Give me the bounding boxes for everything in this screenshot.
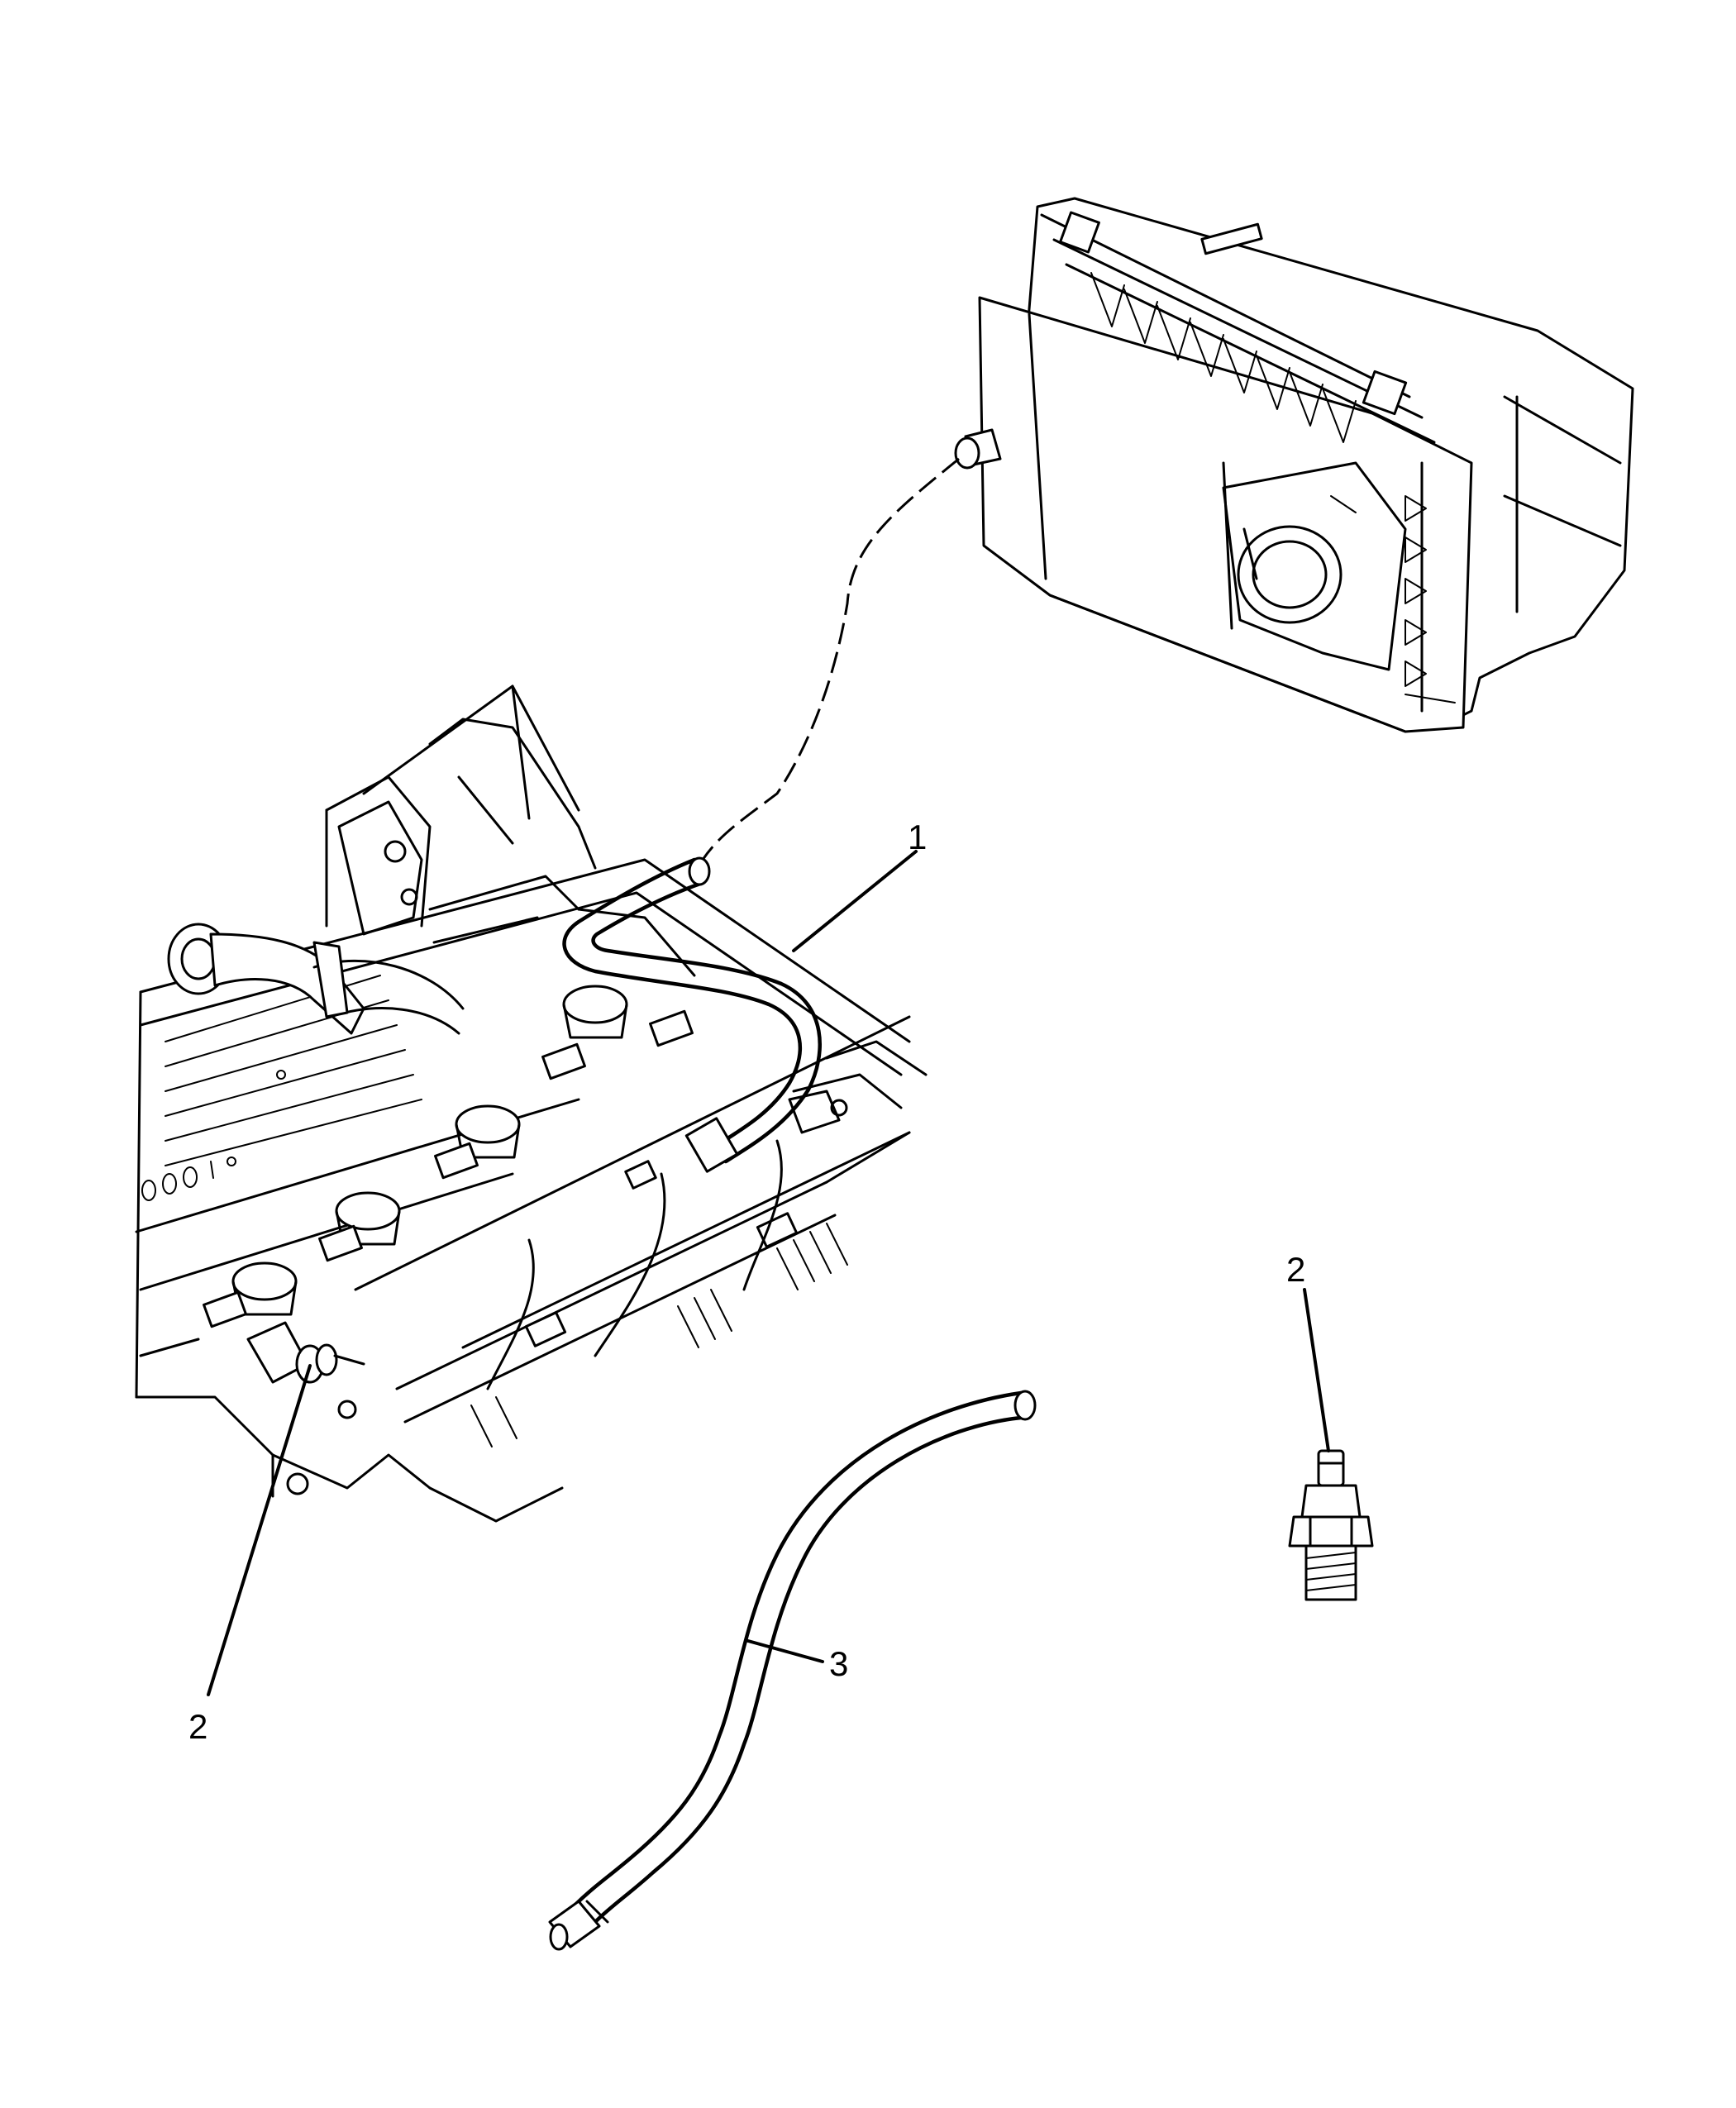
air-cleaner-housing [954, 197, 1634, 733]
cam-cover-ribs [165, 975, 422, 1166]
air-cleaner-outlet-duct [1222, 461, 1407, 671]
harness-clips [524, 1094, 831, 1347]
air-cleaner-ribs [1090, 272, 1357, 443]
callout-3: 3 [829, 1644, 849, 1683]
callout-2-left: 2 [188, 1707, 208, 1746]
coolant-hose [167, 923, 465, 1035]
leader-1 [792, 850, 918, 952]
engine-assembly [135, 684, 928, 1523]
pcv-hose-1 [562, 856, 822, 1173]
cast-markings [141, 1070, 286, 1201]
wire-bundles [470, 1223, 848, 1447]
air-cleaner-pcv-nipple [954, 428, 1002, 470]
leader-3 [746, 1639, 824, 1663]
sensor-connector [788, 1090, 848, 1134]
leader-lines [207, 850, 1330, 1696]
callout-1: 1 [908, 818, 928, 856]
leader-2-left [207, 1364, 312, 1696]
leader-2-right [1303, 1288, 1330, 1452]
callout-2-right: 2 [1286, 1250, 1306, 1289]
pcv-valve-installed [246, 1321, 365, 1384]
hose-routing-line [701, 457, 960, 861]
pcv-hose-3 [548, 1390, 1037, 1951]
pcv-valve-part [1288, 1449, 1374, 1601]
ignition-coils [231, 985, 628, 1316]
injector-connectors [203, 1009, 694, 1328]
housing-side-ribs [1405, 495, 1427, 687]
